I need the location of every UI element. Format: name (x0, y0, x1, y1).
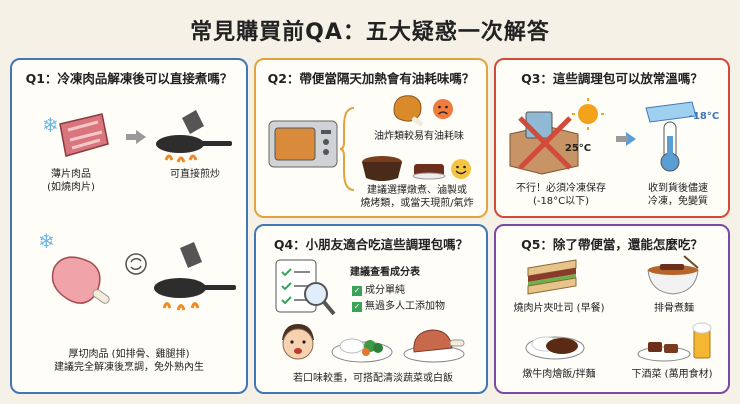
frying-pan-icon (154, 242, 236, 311)
q5-card: Q5：除了帶便當，還能怎麼吃？ 燒肉片夾吐司 (早餐) 排骨煮麵 燉牛肉燴飯/拌… (494, 224, 730, 394)
q3-heading: Q3：這些調理包可以放常溫嗎？ (521, 71, 703, 86)
sandwich-icon (527, 259, 577, 295)
q5-item-label: 下酒菜 (萬用食材) (631, 369, 713, 380)
svg-text:❄: ❄ (38, 229, 55, 253)
check-item-label: 成分單純 (365, 285, 405, 296)
ham-plate-icon (403, 329, 465, 363)
beef-rice-plate-icon (525, 336, 585, 360)
stew-pot-icon (362, 156, 402, 181)
refresh-icon (125, 253, 147, 275)
q4-card: Q4：小朋友適合吃這些調理包嗎？ 建議查看成分表 ✓成分單純 ✓無過多人工添加物… (254, 224, 488, 394)
no-room-temp-note: 不行！必須冷凍保存 (-18°C以下) (516, 183, 606, 207)
frozen-meat-slice-icon: ❄ (42, 113, 109, 157)
bracket-icon (340, 107, 355, 191)
check-item-label: 無過多人工添加物 (365, 301, 445, 312)
suggest-note: 建議選擇燉煮、滷製或 燒烤類，或當天現煎/氣炸 (360, 185, 474, 209)
warm-temp-label: 25°C (564, 143, 592, 154)
arrow-icon (616, 132, 636, 146)
q1-card: Q1：冷凍肉品解凍後可以直接煮嗎？ ❄ 薄片肉品 (如燒肉片) 可直接煎炒 ❄ … (10, 58, 248, 394)
box-warm-icon (509, 98, 604, 175)
q4-heading: Q4：小朋友適合吃這些調理包嗎？ (273, 237, 469, 252)
thin-meat-label: 薄片肉品 (如燒肉片) (47, 169, 95, 193)
thick-meat-note: 厚切肉品 (如排骨、雞腿排) 建議完全解凍後烹調，免外熟內生 (54, 349, 204, 373)
snack-beer-icon (637, 322, 712, 362)
q5-heading: Q5：除了帶便當，還能怎麼吃？ (521, 237, 703, 252)
fry-direct-label: 可直接煎炒 (170, 169, 220, 180)
cold-temp-label: -18°C (688, 111, 720, 122)
arrow-icon (126, 130, 146, 144)
happy-face-icon (451, 159, 471, 179)
noodle-bowl-icon (647, 255, 699, 295)
microwave-icon (268, 120, 338, 168)
svg-text:❄: ❄ (42, 113, 59, 137)
child-face-icon (282, 324, 314, 360)
rice-vegetable-plate-icon (331, 338, 393, 363)
sad-face-icon (433, 99, 453, 119)
page-title: 常見購買前QA：五大疑惑一次解答 (190, 20, 550, 45)
frozen-drumstick-icon: ❄ (38, 229, 110, 304)
fried-chicken-icon (393, 95, 424, 126)
q2-card: Q2：帶便當隔天加熱會有油耗味嗎？ 油炸類較易有油耗味 建議選擇燉煮、滷製或 燒… (254, 58, 488, 218)
q1-heading: Q1：冷凍肉品解凍後可以直接煮嗎？ (25, 71, 233, 86)
q5-item-label: 燒肉片夾吐司 (早餐) (513, 303, 605, 314)
checklist-magnifier-icon (275, 259, 336, 316)
receive-note: 收到貨後儘速 冷凍，免變質 (648, 183, 708, 207)
braised-meat-icon (412, 164, 446, 180)
q2-heading: Q2：帶便當隔天加熱會有油耗味嗎？ (267, 71, 475, 86)
frying-pan-icon (156, 110, 232, 163)
q3-card: Q3：這些調理包可以放常溫嗎？ 25°C -18°C 不行！必須冷凍保存 (-1… (494, 58, 730, 218)
check-ingredients-title: 建議查看成分表 (350, 267, 420, 278)
q5-item-label: 燉牛肉燴飯/拌麵 (522, 369, 596, 380)
freezer-thermometer-icon (645, 101, 697, 172)
checkbox-checked-icon: ✓ (352, 302, 362, 312)
kids-bottom-note: 若口味較重，可搭配清淡蔬菜或白飯 (293, 373, 453, 384)
check-item: ✓無過多人工添加物 (352, 300, 486, 313)
check-item: ✓成分單純 (352, 284, 486, 297)
checkbox-checked-icon: ✓ (352, 286, 362, 296)
fried-note: 油炸類較易有油耗味 (374, 131, 464, 142)
q5-item-label: 排骨煮麵 (654, 303, 694, 314)
